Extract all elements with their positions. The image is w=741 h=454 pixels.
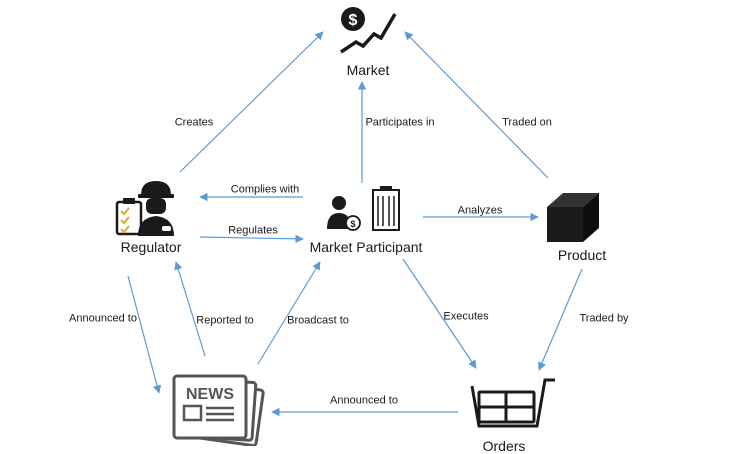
edge-label-participates-in: Participates in: [365, 116, 435, 129]
regulator-worker-icon: [115, 181, 174, 236]
edge-regulates: [199, 234, 304, 244]
news-icon-text: NEWS: [186, 386, 234, 403]
participant-building-icon: $: [327, 186, 400, 231]
node-label-product: Product: [557, 247, 607, 263]
edge-label-announced-to-bottom: Announced to: [330, 394, 398, 407]
edge-broadcast-to: [257, 261, 321, 365]
edge-label-complies-with: Complies with: [230, 183, 300, 196]
edge-creates: [179, 31, 324, 173]
edge-reported-to: [174, 261, 206, 357]
edge-label-announced-to-left: Announced to: [69, 312, 137, 325]
box-icon: [547, 193, 599, 242]
edge-traded-by: [538, 268, 583, 371]
dollar-chart-icon: $: [340, 7, 397, 54]
edge-label-regulates: Regulates: [228, 224, 278, 237]
edge-label-broadcast-to: Broadcast to: [287, 314, 349, 327]
node-label-market: Market: [346, 62, 390, 78]
edge-label-traded-by: Traded by: [579, 312, 629, 325]
shopping-cart-icon: [470, 378, 555, 428]
node-label-market-participant: Market Participant: [309, 239, 423, 255]
node-label-orders: Orders: [482, 438, 526, 454]
edge-announced-to-left: [127, 275, 162, 394]
edge-label-executes: Executes: [443, 310, 489, 323]
edge-label-analyzes: Analyzes: [457, 204, 503, 217]
edge-label-creates: Creates: [174, 116, 214, 129]
svg-text:$: $: [350, 219, 355, 229]
edge-label-traded-on: Traded on: [502, 116, 552, 129]
node-label-regulator: Regulator: [120, 239, 182, 255]
edge-label-reported-to: Reported to: [196, 314, 254, 327]
svg-text:$: $: [349, 12, 358, 29]
edge-traded-on: [404, 31, 549, 179]
edge-executes: [402, 258, 477, 369]
newspaper-icon: NEWS: [172, 374, 265, 446]
